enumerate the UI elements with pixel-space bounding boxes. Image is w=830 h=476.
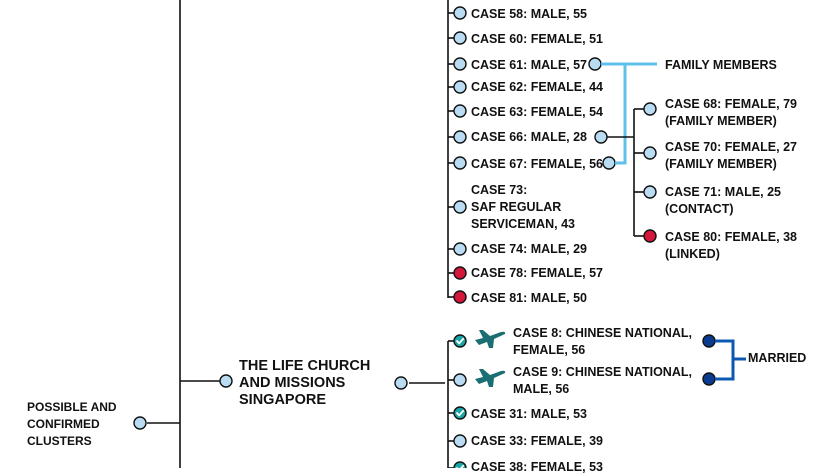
case-node-icon bbox=[453, 242, 467, 256]
case-8-label: CASE 8: CHINESE NATIONAL, FEMALE, 56 bbox=[513, 326, 692, 357]
check-icon bbox=[456, 337, 465, 345]
church-case-node-icon bbox=[453, 434, 467, 448]
church-case-node-icon bbox=[453, 334, 467, 348]
case-31-label: CASE 31: MALE, 53 bbox=[471, 407, 588, 421]
airplane-icon bbox=[475, 330, 506, 348]
case-node-icon bbox=[453, 31, 467, 45]
church-case-node-icon bbox=[453, 373, 467, 387]
check-icon bbox=[456, 464, 465, 468]
family-link-line bbox=[615, 64, 627, 165]
case-74-label: CASE 74: MALE, 29 bbox=[471, 242, 588, 256]
case-node-icon bbox=[453, 104, 467, 118]
case-63-label: CASE 63: FEMALE, 54 bbox=[471, 105, 603, 119]
contact-node-icon bbox=[643, 146, 657, 160]
cluster-label: THE LIFE CHURCH AND MISSIONS SINGAPORE bbox=[239, 358, 371, 408]
root-node-icon bbox=[133, 416, 147, 430]
case-67-label: CASE 67: FEMALE, 56 bbox=[471, 157, 603, 171]
check-icon bbox=[456, 409, 465, 417]
case-61-link-node-icon bbox=[588, 57, 602, 71]
case-node-icon bbox=[453, 266, 467, 280]
church-case-node-icon bbox=[453, 406, 467, 420]
case-78-label: CASE 78: FEMALE, 57 bbox=[471, 266, 603, 280]
airplane-icon bbox=[475, 369, 506, 387]
case-33-label: CASE 33: FEMALE, 39 bbox=[471, 434, 603, 448]
case-81-label: CASE 81: MALE, 50 bbox=[471, 291, 588, 305]
case-node-icon bbox=[453, 57, 467, 71]
case-node-icon bbox=[453, 156, 467, 170]
case-node-icon bbox=[453, 200, 467, 214]
case-node-icon bbox=[453, 290, 467, 304]
case-9-label: CASE 9: CHINESE NATIONAL, MALE, 56 bbox=[513, 365, 692, 396]
case-80-label: CASE 80: FEMALE, 38 (LINKED) bbox=[665, 230, 797, 261]
case-58-label: CASE 58: MALE, 55 bbox=[471, 7, 588, 21]
family-members-label: FAMILY MEMBERS bbox=[665, 58, 777, 72]
case-67-link-node-icon bbox=[602, 156, 616, 170]
case-60-label: CASE 60: FEMALE, 51 bbox=[471, 32, 603, 46]
married-label: MARRIED bbox=[748, 351, 807, 365]
case-68-label: CASE 68: FEMALE, 79 (FAMILY MEMBER) bbox=[665, 97, 797, 128]
root-label: POSSIBLE AND CONFIRMED CLUSTERS bbox=[27, 400, 117, 448]
case-73-label: CASE 73: SAF REGULAR SERVICEMAN, 43 bbox=[471, 183, 575, 231]
case-node-icon bbox=[453, 6, 467, 20]
case-71-label: CASE 71: MALE, 25 (CONTACT) bbox=[665, 185, 782, 216]
church-node-icon bbox=[394, 376, 408, 390]
case-9-married-node-icon bbox=[702, 372, 716, 386]
case-66-label: CASE 66: MALE, 28 bbox=[471, 130, 588, 144]
contact-node-icon bbox=[643, 229, 657, 243]
married-link-line bbox=[715, 339, 735, 381]
case-61-label: CASE 61: MALE, 57 bbox=[471, 58, 588, 72]
cluster-node-icon bbox=[219, 374, 233, 388]
case-66-link-node-icon bbox=[594, 130, 608, 144]
case-62-label: CASE 62: FEMALE, 44 bbox=[471, 80, 603, 94]
case-8-married-node-icon bbox=[702, 334, 716, 348]
church-case-node-icon bbox=[453, 461, 467, 468]
contact-node-icon bbox=[643, 185, 657, 199]
case-70-label: CASE 70: FEMALE, 27 (FAMILY MEMBER) bbox=[665, 140, 797, 171]
contact-node-icon bbox=[643, 102, 657, 116]
case-node-icon bbox=[453, 80, 467, 94]
case-node-icon bbox=[453, 130, 467, 144]
